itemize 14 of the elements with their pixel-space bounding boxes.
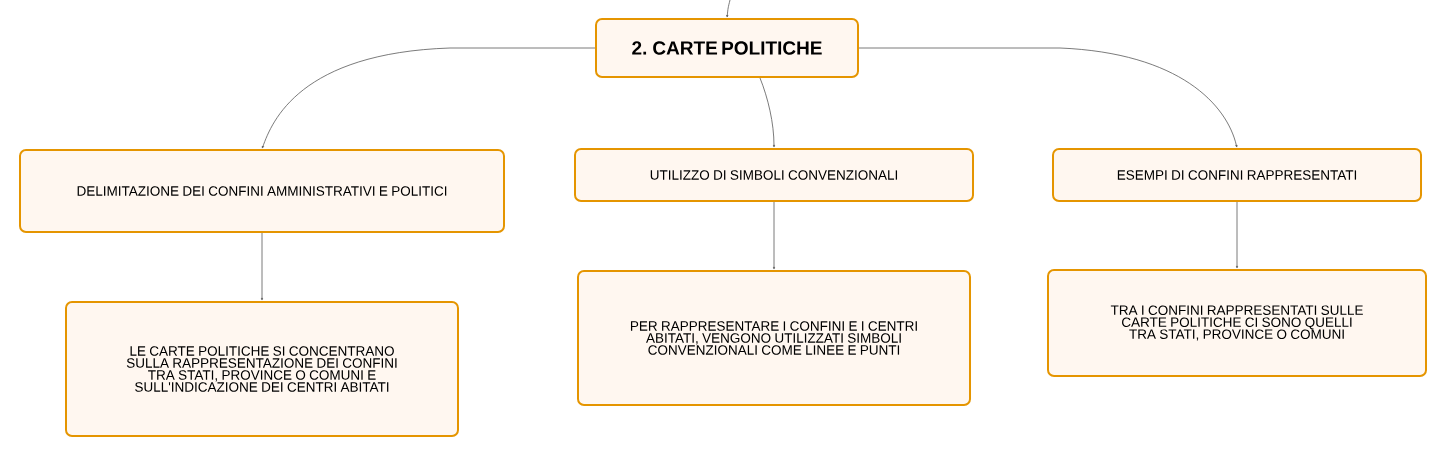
arrow [759, 77, 776, 148]
arrow [726, 0, 731, 18]
topic-box: PER RAPPRESENTARE I CONFINI E I CENTRI ABITATI, VENGONO UTILIZZATI SIMBOLI CONVENZIONALI COME LINEE E PUNTI [577, 270, 971, 406]
topic-box: TRA I CONFINI RAPPRESENTATI SULLE CARTE POLITICHE CI SONO QUELLI TRA STATI, PROVINCE O COMUNI [1047, 269, 1427, 377]
arrow [1235, 201, 1239, 269]
topic-box: DELIMITAZIONE DEI CONFINI AMMINISTRATIVI E POLITICI [19, 149, 505, 233]
topic-box: LE CARTE POLITICHE SI CONCENTRANO SULLA RAPPRESENTAZIONE DEI CONFINI TRA STATI, PROVINCE O COMUNI E SULL'INDICAZIONE DEI CENTRI ABITATI [65, 301, 459, 437]
title-box: 2. CARTE POLITICHE [595, 18, 859, 78]
arrow [772, 201, 776, 270]
arrow [261, 47, 596, 149]
topic-box: ESEMPI DI CONFINI RAPPRESENTATI [1052, 148, 1422, 202]
arrow [858, 47, 1238, 148]
arrow [260, 232, 264, 301]
topic-box: UTILIZZO DI SIMBOLI CONVENZIONALI [574, 148, 974, 202]
